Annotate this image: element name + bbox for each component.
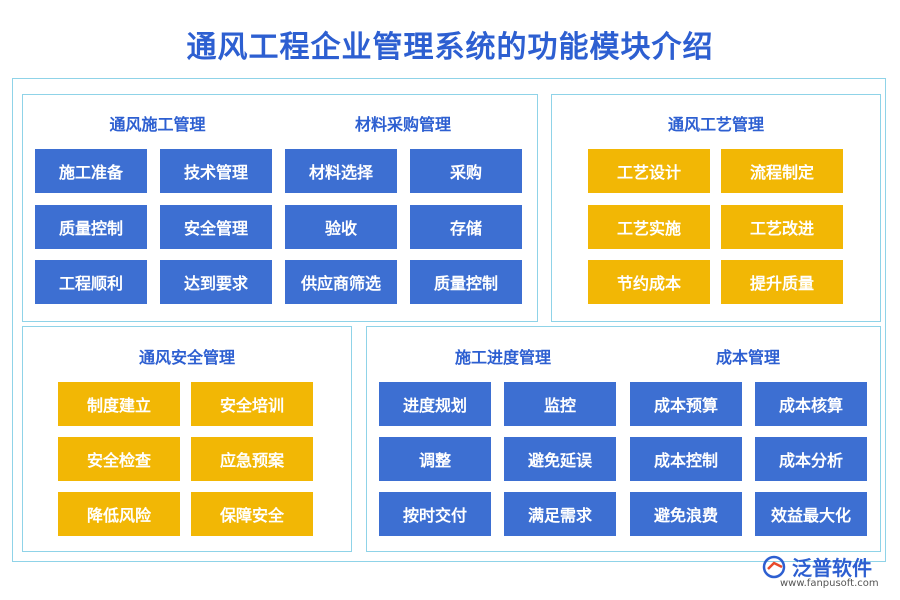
module-item[interactable]: 应急预案 [191, 437, 313, 481]
brand-mark-icon [762, 555, 786, 578]
module-item[interactable]: 监控 [504, 382, 616, 426]
module-item[interactable]: 成本预算 [630, 382, 742, 426]
module-item[interactable]: 施工准备 [35, 149, 147, 193]
page-title: 通风工程企业管理系统的功能模块介绍 [186, 30, 714, 65]
module-item[interactable]: 避免浪费 [630, 492, 742, 536]
module-item[interactable]: 供应商筛选 [285, 260, 397, 304]
section-title-process: 通风工艺管理 [667, 115, 764, 134]
brand-url: www.fanpusoft.com [780, 578, 879, 589]
module-item[interactable]: 质量控制 [410, 260, 522, 304]
module-item[interactable]: 满足需求 [504, 492, 616, 536]
module-item[interactable]: 工艺改进 [721, 205, 843, 249]
module-item[interactable]: 验收 [285, 205, 397, 249]
module-item[interactable]: 质量控制 [35, 205, 147, 249]
brand-name: 泛普软件 [792, 556, 872, 580]
module-item[interactable]: 进度规划 [379, 382, 491, 426]
module-item[interactable]: 节约成本 [588, 260, 710, 304]
module-item[interactable]: 工艺实施 [588, 205, 710, 249]
module-item[interactable]: 技术管理 [160, 149, 272, 193]
panel-process [551, 94, 881, 322]
module-item[interactable]: 降低风险 [58, 492, 180, 536]
section-title-progress: 施工进度管理 [454, 348, 551, 367]
outer-frame [12, 78, 886, 562]
module-item[interactable]: 提升质量 [721, 260, 843, 304]
panel-safety [22, 326, 352, 552]
module-item[interactable]: 采购 [410, 149, 522, 193]
section-title-cost: 成本管理 [715, 348, 780, 367]
module-item[interactable]: 安全检查 [58, 437, 180, 481]
module-item[interactable]: 安全管理 [160, 205, 272, 249]
panel-progress-cost [366, 326, 881, 552]
module-item[interactable]: 成本核算 [755, 382, 867, 426]
module-item[interactable]: 成本分析 [755, 437, 867, 481]
module-item[interactable]: 流程制定 [721, 149, 843, 193]
module-item[interactable]: 效益最大化 [755, 492, 867, 536]
section-title-procurement: 材料采购管理 [354, 115, 451, 134]
module-item[interactable]: 工程顺利 [35, 260, 147, 304]
module-item[interactable]: 保障安全 [191, 492, 313, 536]
section-title-construction: 通风施工管理 [109, 115, 206, 134]
module-item[interactable]: 调整 [379, 437, 491, 481]
module-item[interactable]: 材料选择 [285, 149, 397, 193]
module-item[interactable]: 按时交付 [379, 492, 491, 536]
module-item[interactable]: 工艺设计 [588, 149, 710, 193]
panel-construction-procurement [22, 94, 538, 322]
module-item[interactable]: 成本控制 [630, 437, 742, 481]
module-item[interactable]: 存储 [410, 205, 522, 249]
module-item[interactable]: 避免延误 [504, 437, 616, 481]
brand-logo: 泛普软件 [762, 552, 872, 581]
section-title-safety: 通风安全管理 [138, 348, 235, 367]
module-item[interactable]: 制度建立 [58, 382, 180, 426]
module-item[interactable]: 达到要求 [160, 260, 272, 304]
module-item[interactable]: 安全培训 [191, 382, 313, 426]
